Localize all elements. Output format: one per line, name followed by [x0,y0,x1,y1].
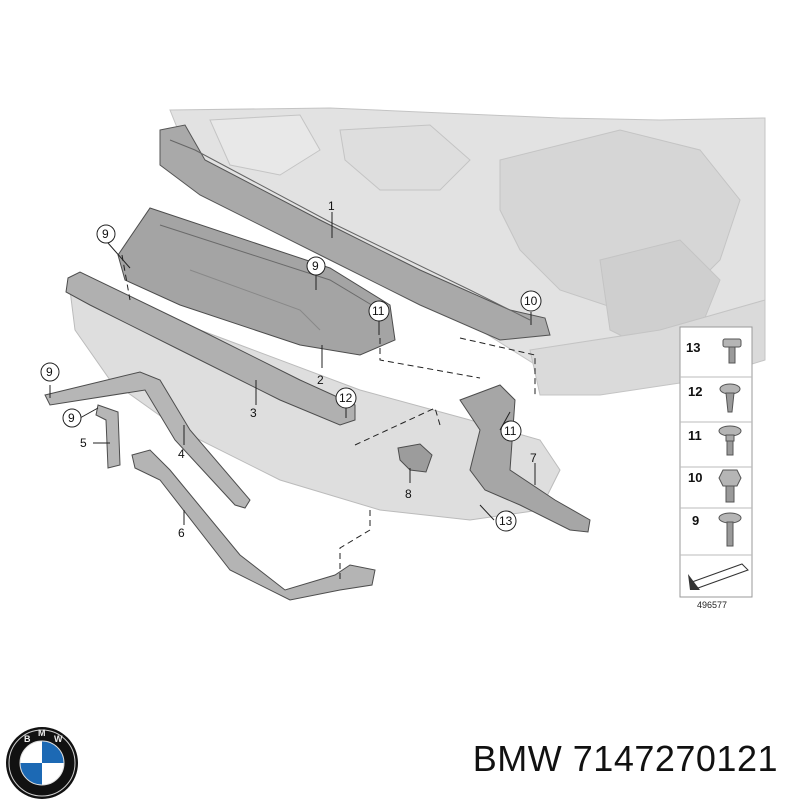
callout-9-a: 9 [102,227,109,241]
callout-8: 8 [405,487,412,501]
callouts: 1 2 3 4 5 6 7 8 9 9 9 9 10 11 11 12 13 [40,199,542,540]
diagram-number: 496577 [697,600,727,610]
callout-1: 1 [328,199,335,213]
callout-11-b: 11 [504,424,517,438]
guide-lines [121,254,536,580]
callout-2: 2 [317,373,324,387]
callout-3: 3 [250,406,257,420]
part-3-lower-beam [65,271,356,426]
callout-7: 7 [530,451,537,465]
legend-number-9: 9 [692,513,699,528]
callout-6: 6 [178,526,185,540]
screw-icon [719,383,741,413]
bolt-icon [718,425,742,456]
part-6-brace [131,449,376,601]
callout-4: 4 [178,447,185,461]
bolt-icon [718,512,742,547]
bmw-logo: B M W [6,727,78,799]
legend-number-10: 10 [688,470,702,485]
callout-9-c: 9 [46,365,53,379]
bolt-icon [722,338,742,364]
arrow-icon [688,563,749,590]
callout-12: 12 [339,391,353,405]
callout-9-b: 9 [312,259,319,273]
callout-13: 13 [499,514,513,528]
part-2-underbody-panel [117,207,396,356]
leader-lines [49,212,536,525]
part-number-text: BMW 7147270121 [472,738,778,779]
svg-text:M: M [38,728,46,738]
part-8-bracket [397,443,433,473]
legend-number-12: 12 [688,384,702,399]
fastener-legend: 13 12 11 10 9 [679,326,753,598]
callout-10: 10 [524,294,538,308]
callout-9-d: 9 [68,411,75,425]
part-4-strut [44,371,251,509]
svg-text:B: B [24,734,31,744]
hex-bolt-icon [718,469,742,503]
part-5-bracket [95,404,121,469]
svg-text:W: W [54,734,63,744]
part-7-bracket [459,384,591,533]
part-1-cross-member [159,124,551,341]
callout-5: 5 [80,436,87,450]
legend-number-13: 13 [686,340,700,355]
legend-number-11: 11 [688,428,702,443]
callout-11-a: 11 [372,304,385,318]
car-body-structure [169,107,766,396]
